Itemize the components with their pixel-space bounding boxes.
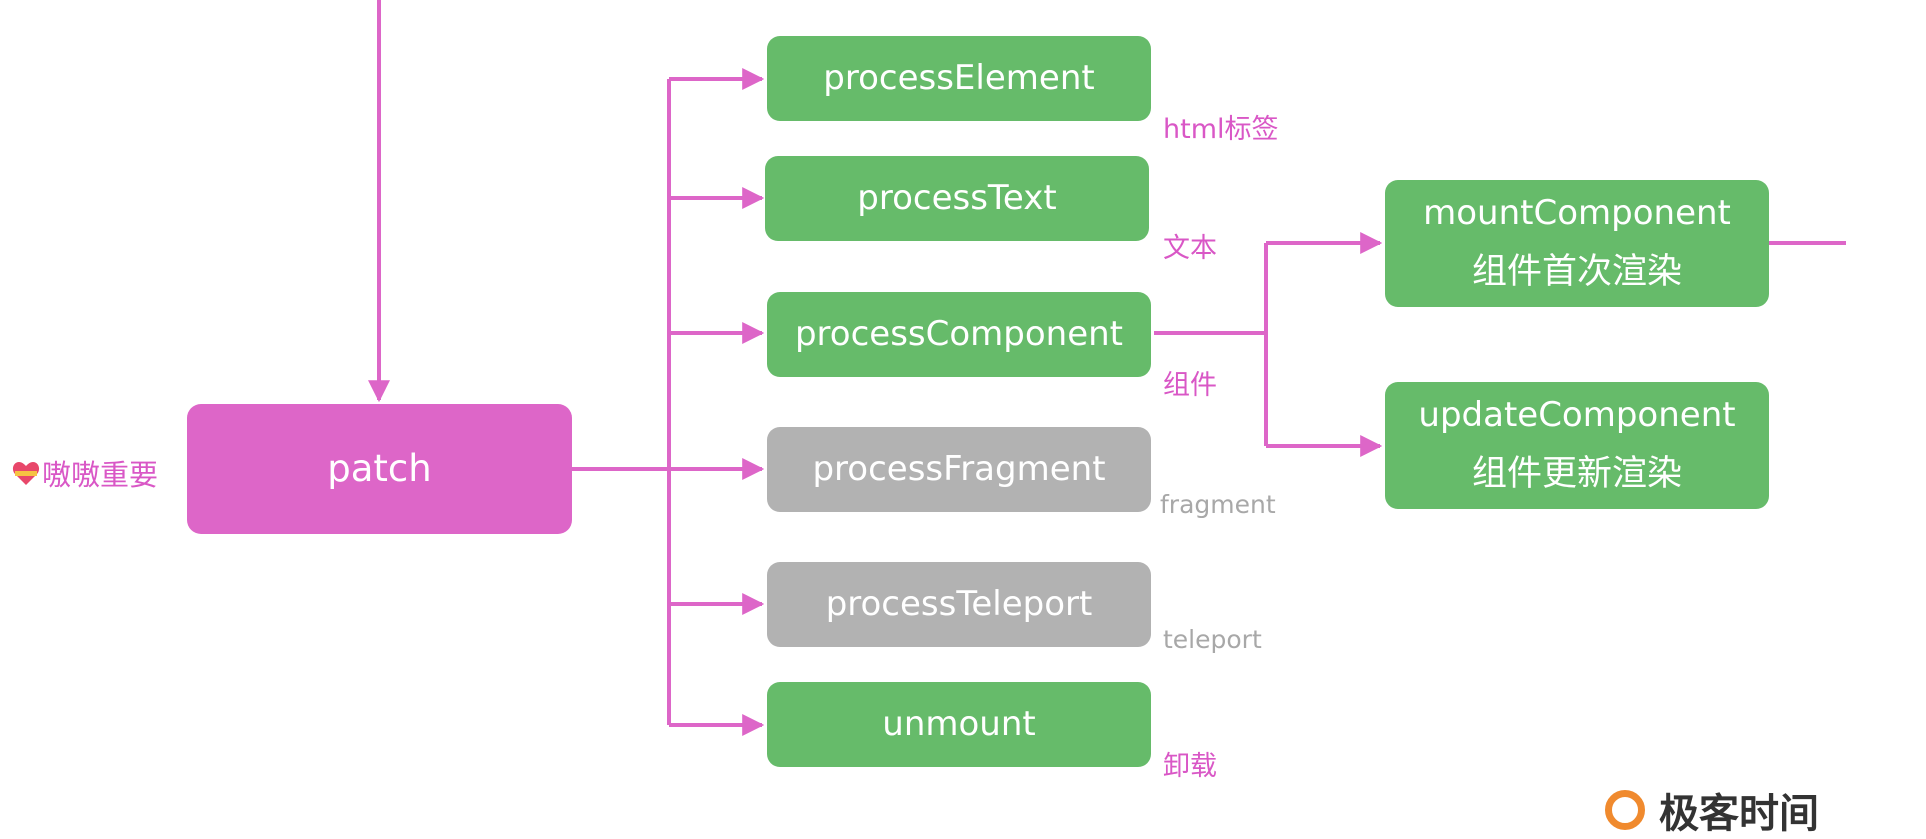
process-fragment-node: processFragment [767, 427, 1151, 512]
mount-component-node: mountComponent 组件首次渲染 [1385, 180, 1769, 307]
mount-component-desc: 组件首次渲染 [1471, 251, 1682, 292]
process-element-tag: html标签 [1163, 114, 1279, 145]
update-component-label: updateComponent [1418, 395, 1736, 436]
process-teleport-tag: teleport [1163, 625, 1262, 654]
important-note-text: 嗷嗷重要 [42, 458, 159, 492]
process-component-tag: 组件 [1163, 370, 1217, 401]
unmount-label: unmount [882, 704, 1036, 745]
process-teleport-node: processTeleport [767, 562, 1151, 647]
process-component-label: processComponent [794, 314, 1124, 355]
important-note: 嗷嗷重要 [12, 452, 158, 494]
process-text-label: processText [857, 178, 1057, 219]
process-element-label: processElement [823, 58, 1095, 99]
process-component-node: processComponent [767, 292, 1151, 377]
process-teleport-label: processTeleport [825, 584, 1093, 625]
patch-label: patch [327, 446, 432, 490]
update-component-desc: 组件更新渲染 [1471, 453, 1682, 494]
heart-icon [12, 462, 40, 485]
process-fragment-tag: fragment [1160, 490, 1276, 519]
process-text-tag: 文本 [1163, 233, 1217, 264]
process-text-node: processText [765, 156, 1149, 241]
brand-text: 极客时间 [1659, 791, 1819, 837]
unmount-node: unmount [767, 682, 1151, 767]
process-element-node: processElement [767, 36, 1151, 121]
patch-node: patch [187, 404, 572, 534]
brand-logo-icon [1605, 790, 1645, 830]
process-fragment-label: processFragment [812, 449, 1106, 490]
unmount-tag: 卸载 [1163, 751, 1217, 782]
connector-lines [368, 0, 1846, 736]
update-component-node: updateComponent 组件更新渲染 [1385, 382, 1769, 509]
mount-component-label: mountComponent [1423, 193, 1731, 234]
brand-watermark: 极客时间 [1605, 790, 1819, 837]
